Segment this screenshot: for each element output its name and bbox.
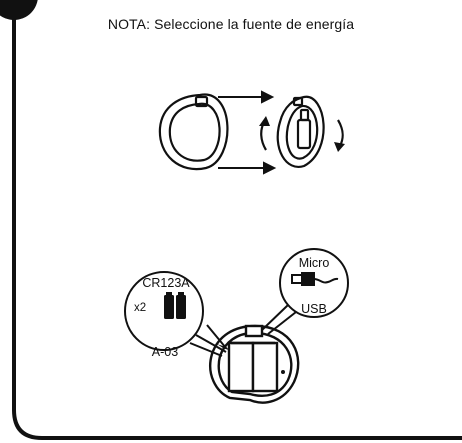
device-open-back-icon xyxy=(276,95,325,169)
rotate-arrow-icon xyxy=(259,116,345,152)
panel-frame xyxy=(12,0,462,440)
step-number-badge xyxy=(0,0,38,20)
usb-label-line1: Micro xyxy=(298,256,330,270)
battery-quantity-label: x2 xyxy=(134,302,147,314)
battery-compartment-icon xyxy=(209,324,300,404)
page-title: NOTA: Seleccione la fuente de energía xyxy=(107,16,355,32)
battery-code-label: A-03 xyxy=(151,345,179,359)
battery-model-label: CR123A xyxy=(142,276,190,290)
battery-icon xyxy=(164,292,186,319)
device-back-cover-icon xyxy=(158,93,229,171)
arrow-right-icon xyxy=(218,90,277,175)
usb-label-line2: USB xyxy=(301,302,327,316)
micro-usb-plug-icon xyxy=(291,272,339,286)
